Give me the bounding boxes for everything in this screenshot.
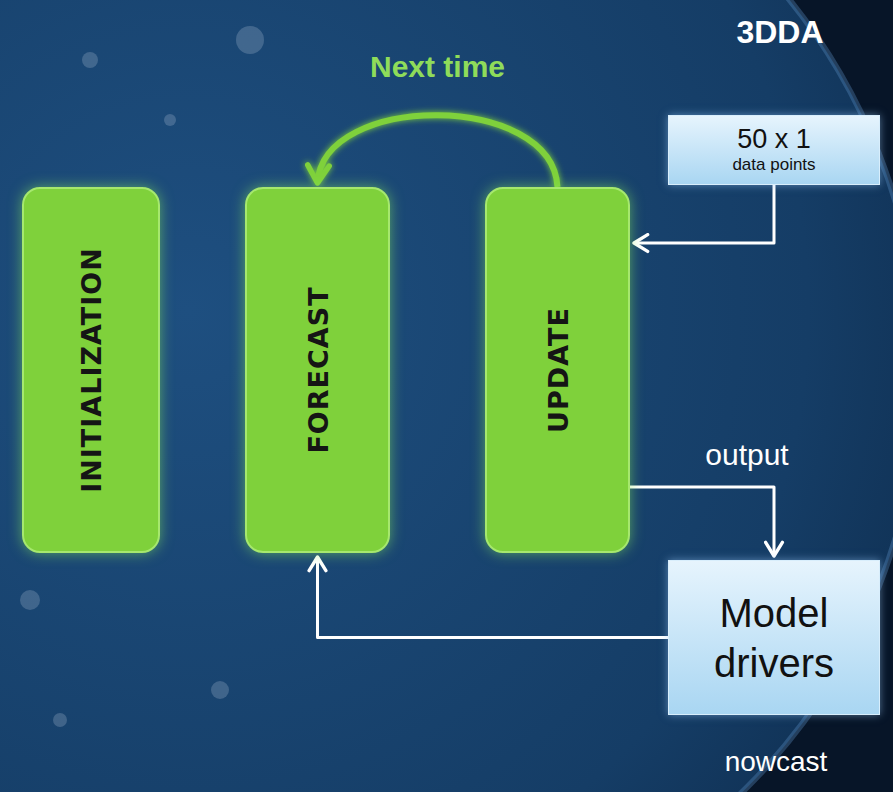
step-label: FORECAST bbox=[302, 286, 333, 453]
box-text: 50 x 1 bbox=[737, 125, 811, 155]
flow-arrow bbox=[318, 557, 669, 638]
mode-label: nowcast bbox=[725, 746, 828, 778]
data-input-box: 50 x 1data points bbox=[668, 115, 880, 185]
box-text: data points bbox=[732, 155, 815, 175]
scheme-title: 3DDA bbox=[736, 14, 823, 51]
model-drivers-box: Model drivers bbox=[668, 560, 880, 715]
flow-arrow bbox=[634, 185, 774, 243]
cycle-arrow bbox=[392, 367, 481, 373]
update-step-box: UPDATE bbox=[485, 187, 630, 553]
cycle-arrow bbox=[318, 115, 558, 187]
forecast-step-box: FORECAST bbox=[245, 187, 390, 553]
cycle-arrow bbox=[162, 367, 241, 373]
box-text: Model drivers bbox=[689, 588, 859, 688]
init-step-box: INITIALIZATION bbox=[22, 187, 160, 553]
edge-label: output bbox=[705, 438, 788, 472]
city-lights bbox=[20, 26, 264, 727]
edge-label: Next time bbox=[370, 50, 505, 84]
step-label: UPDATE bbox=[542, 307, 573, 433]
step-label: INITIALIZATION bbox=[76, 247, 107, 493]
flow-arrow bbox=[630, 487, 774, 556]
